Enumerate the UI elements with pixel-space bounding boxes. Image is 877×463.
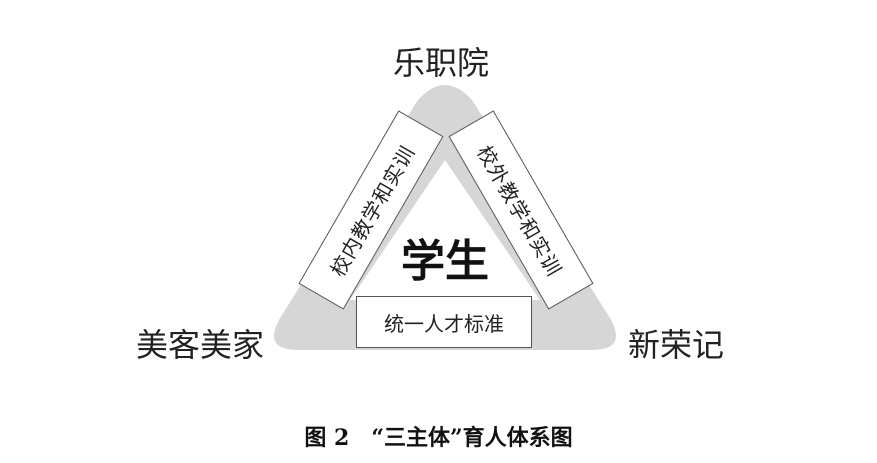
center-label: 学生 [401, 236, 489, 287]
inner-triangle [350, 160, 540, 300]
edge-box-bottom: 统一人才标准 [356, 296, 532, 348]
node-right-label: 新荣记 [628, 326, 725, 364]
node-top-label: 乐职院 [393, 44, 490, 82]
node-left-label: 美客美家 [136, 326, 265, 364]
figure-caption: 图 2 “三主体”育人体系图 [304, 425, 573, 451]
edge-label-bottom: 统一人才标准 [384, 311, 504, 336]
